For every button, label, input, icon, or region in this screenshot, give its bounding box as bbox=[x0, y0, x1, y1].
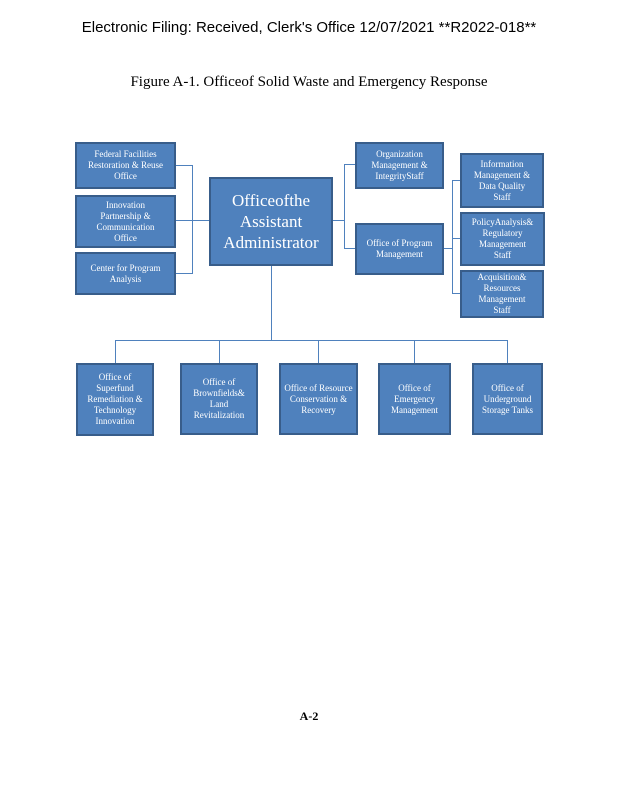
connector bbox=[344, 248, 355, 249]
connector bbox=[333, 220, 344, 221]
org-box-bottom: Office of Emergency Management bbox=[378, 363, 451, 435]
org-box-left: Center for Program Analysis bbox=[75, 252, 176, 295]
org-box-program-sub: Acquisition& Resources Management Staff bbox=[460, 270, 544, 318]
org-box-program-sub: Information Management & Data Quality St… bbox=[460, 153, 544, 208]
org-box-bottom: Office of Resource Conservation & Recove… bbox=[279, 363, 358, 435]
connector bbox=[443, 248, 452, 249]
connector bbox=[452, 180, 460, 181]
connector bbox=[175, 273, 193, 274]
figure-title: Figure A-1. Officeof Solid Waste and Eme… bbox=[130, 74, 488, 90]
org-box-right: Organization Management & IntegrityStaff bbox=[355, 142, 444, 189]
org-box-assistant-administrator: Officeofthe Assistant Administrator bbox=[209, 177, 333, 266]
connector bbox=[452, 180, 453, 294]
connector bbox=[344, 164, 355, 165]
connector bbox=[271, 265, 272, 340]
connector bbox=[192, 165, 193, 274]
page-number: A-2 bbox=[299, 709, 319, 723]
org-box-left: Federal Facilities Restoration & Reuse O… bbox=[75, 142, 176, 189]
org-box-program-sub: PolicyAnalysis& Regulatory Management St… bbox=[460, 212, 545, 266]
connector bbox=[507, 340, 508, 363]
org-box-bottom: Office of Superfund Remediation & Techno… bbox=[76, 363, 154, 436]
connector bbox=[344, 164, 345, 249]
org-box-right: Office of Program Management bbox=[355, 223, 444, 275]
connector bbox=[318, 340, 319, 363]
connector bbox=[414, 340, 415, 363]
connector bbox=[115, 340, 116, 363]
connector bbox=[115, 340, 508, 341]
connector bbox=[452, 293, 460, 294]
connector bbox=[219, 340, 220, 363]
connector bbox=[175, 165, 193, 166]
connector bbox=[452, 238, 460, 239]
filing-header: Electronic Filing: Received, Clerk's Off… bbox=[81, 19, 537, 36]
org-box-left: Innovation Partnership & Communication O… bbox=[75, 195, 176, 248]
org-box-bottom: Office of Brownfields& Land Revitalizati… bbox=[180, 363, 258, 435]
org-box-bottom: Office of Underground Storage Tanks bbox=[472, 363, 543, 435]
